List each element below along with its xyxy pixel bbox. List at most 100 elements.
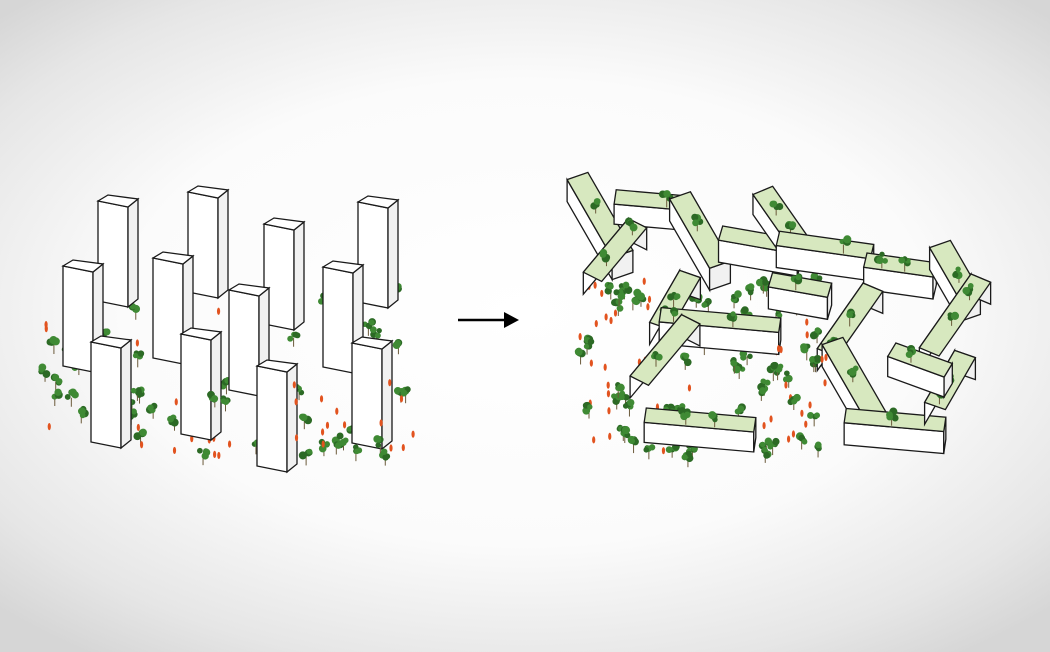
- tree-icon: [622, 398, 635, 417]
- person-icon: [136, 423, 140, 432]
- person-icon: [319, 395, 324, 403]
- tree-icon: [197, 447, 211, 466]
- person-icon: [342, 421, 347, 429]
- tree-icon: [613, 289, 626, 307]
- person-icon: [808, 401, 812, 409]
- tree-icon: [38, 363, 51, 382]
- arrow-right-icon: [458, 312, 519, 328]
- person-icon: [609, 316, 613, 325]
- person-icon: [606, 381, 610, 389]
- person-icon: [608, 432, 612, 440]
- person-icon: [791, 430, 796, 438]
- tree-icon: [730, 290, 742, 309]
- tree-icon: [757, 383, 769, 401]
- tree-icon: [615, 382, 625, 398]
- tree-icon: [807, 412, 821, 427]
- person-icon: [805, 331, 809, 339]
- person-icon: [44, 325, 48, 333]
- tree-icon: [599, 248, 611, 267]
- tree-icon: [64, 388, 79, 407]
- tree-icon: [708, 411, 718, 428]
- tree-icon: [298, 448, 313, 466]
- tree-icon: [167, 414, 179, 431]
- tree-icon: [667, 291, 681, 309]
- tree-icon: [681, 450, 694, 468]
- tree-icon: [952, 266, 963, 283]
- tree-icon: [905, 344, 917, 363]
- person-icon: [174, 398, 178, 406]
- green-roof-bar-building: [668, 190, 732, 293]
- person-icon: [139, 441, 144, 449]
- tower-building: [179, 327, 223, 442]
- tree-icon: [611, 392, 624, 410]
- person-icon: [805, 318, 809, 326]
- tree-icon: [886, 407, 899, 426]
- tree-icon: [220, 395, 231, 412]
- tree-icon: [145, 402, 158, 419]
- tree-icon: [678, 407, 691, 425]
- green-roof-bar-building: [843, 407, 947, 455]
- person-icon: [613, 309, 618, 317]
- tree-icon: [379, 448, 391, 466]
- tree-icon: [132, 350, 145, 368]
- tower-building: [350, 336, 394, 451]
- person-icon: [604, 313, 608, 321]
- green-roof-bar-scheme: [566, 171, 992, 468]
- person-icon: [661, 447, 666, 455]
- tower-building: [262, 217, 306, 332]
- green-roof-bar-building: [775, 230, 875, 282]
- tree-icon: [873, 251, 888, 269]
- person-icon: [607, 407, 611, 415]
- person-icon: [172, 446, 177, 455]
- tree-icon: [846, 365, 859, 383]
- person-icon: [321, 440, 325, 448]
- person-icon: [823, 379, 827, 387]
- person-icon: [292, 381, 296, 389]
- green-roof-bar-building: [643, 407, 757, 453]
- person-icon: [820, 355, 824, 363]
- tree-icon: [590, 198, 601, 214]
- person-icon: [589, 359, 593, 367]
- tree-icon: [769, 200, 784, 216]
- person-icon: [227, 440, 232, 448]
- person-icon: [411, 430, 415, 438]
- tree-icon: [800, 343, 811, 361]
- tower-building: [96, 194, 140, 309]
- tower-block-scheme: [38, 185, 415, 474]
- tree-icon: [78, 405, 89, 424]
- tree-icon: [352, 444, 363, 462]
- tree-icon: [962, 283, 974, 301]
- person-icon: [769, 415, 773, 423]
- tree-icon: [604, 281, 614, 300]
- tree-icon: [50, 373, 63, 391]
- tree-icon: [761, 446, 772, 463]
- tree-icon: [846, 308, 856, 327]
- person-icon: [642, 277, 646, 285]
- tree-icon: [399, 386, 411, 404]
- tree-icon: [130, 387, 142, 401]
- tree-icon: [611, 298, 624, 316]
- tree-icon: [362, 318, 376, 336]
- tree-icon: [809, 354, 822, 373]
- tree-icon: [947, 311, 960, 326]
- tree-icon: [770, 361, 784, 381]
- tree-icon: [633, 288, 647, 307]
- person-icon: [594, 320, 598, 328]
- tree-icon: [809, 327, 823, 344]
- tree-icon: [680, 352, 692, 370]
- person-icon: [603, 363, 607, 371]
- person-icon: [593, 281, 597, 289]
- tower-building: [356, 195, 400, 310]
- green-roof-bar-building: [629, 312, 701, 400]
- tree-icon: [730, 357, 738, 374]
- person-icon: [687, 384, 692, 392]
- green-roof-bar-building: [918, 271, 992, 372]
- green-roof-bar-building: [767, 271, 833, 321]
- tree-icon: [574, 347, 586, 365]
- person-icon: [647, 295, 652, 303]
- person-icon: [325, 421, 330, 429]
- person-icon: [804, 420, 808, 428]
- tree-icon: [373, 435, 384, 454]
- person-icon: [784, 381, 788, 389]
